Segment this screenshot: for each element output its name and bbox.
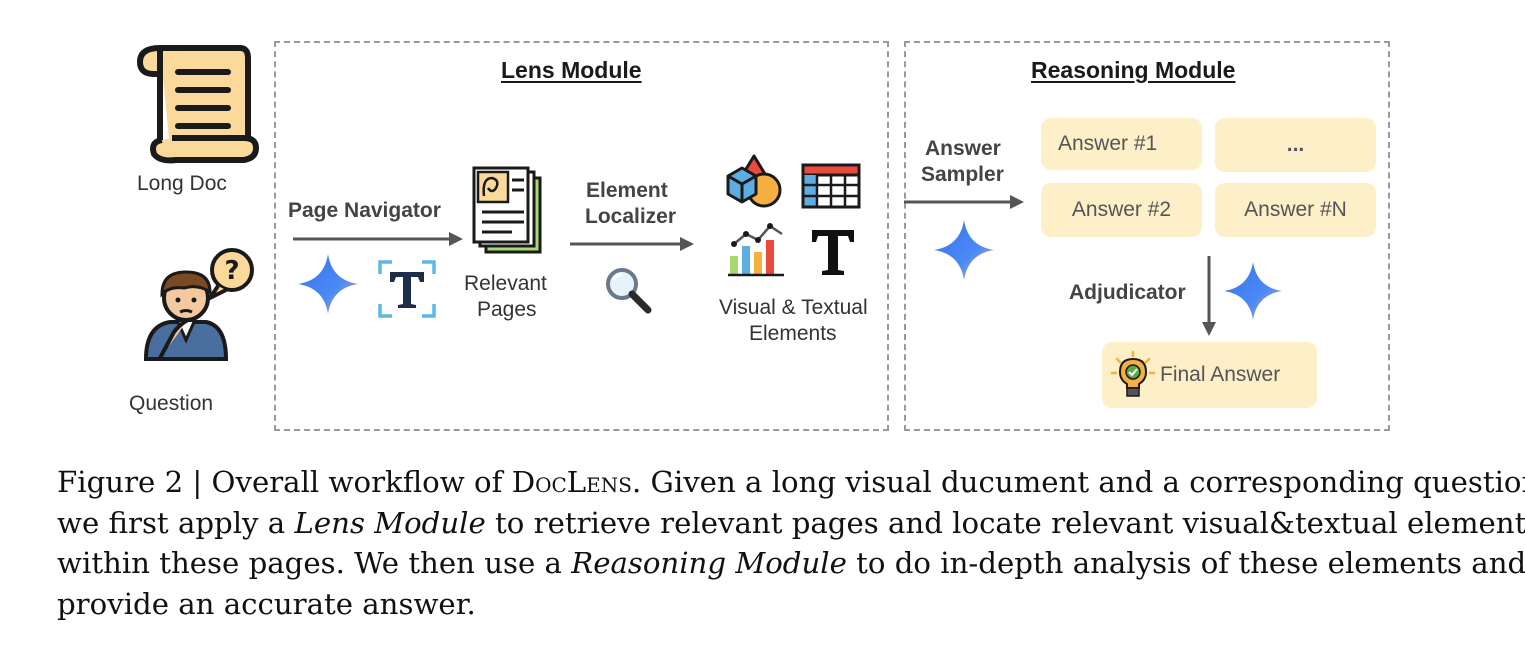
question-label: Question [129, 392, 214, 415]
element-localizer-arrow [570, 237, 694, 251]
relevant-pages-label-line1: Relevant [464, 272, 547, 295]
caption-line-1: Figure 2 | Overall workflow of DocLens. … [57, 465, 1525, 499]
final-answer-box: Final Answer [1102, 342, 1317, 408]
reasoning-module-title: Reasoning Module [1031, 57, 1236, 83]
answer-sampler-label-line2: Sampler [921, 163, 1004, 186]
page-navigator-label: Page Navigator [288, 199, 441, 222]
lens-module-title: Lens Module [501, 57, 642, 83]
caption-line-2: we first apply a Lens Module to retrieve… [57, 505, 1525, 540]
final-answer-label: Final Answer [1160, 363, 1281, 386]
answer-box-n: Answer #N [1215, 183, 1376, 237]
caption-line-3: within these pages. We then use a Reason… [57, 546, 1525, 580]
doclens-name: DocLens [511, 465, 632, 499]
reasoning-module-panel [904, 41, 1390, 431]
text-t-icon [378, 260, 436, 318]
lens-module-panel [274, 41, 889, 431]
page-navigator-arrow [293, 232, 463, 246]
long-doc-label: Long Doc [137, 172, 227, 195]
caption-line-4: provide an accurate answer. [57, 586, 476, 621]
sparkle-icon [298, 254, 358, 314]
text-t-icon [812, 230, 854, 275]
sparkle-icon [1224, 262, 1282, 320]
figure-caption: Figure 2 | Overall workflow of DocLens. … [57, 462, 1525, 624]
magnifier-icon [606, 268, 652, 314]
document-icon [472, 166, 542, 254]
element-localizer-label-line1: Element [586, 179, 668, 202]
thinking-person-icon: ? [143, 248, 254, 361]
scroll-icon [137, 45, 259, 164]
lightbulb-icon [1110, 350, 1156, 397]
sparkle-icon [934, 220, 994, 280]
elements-label-line2: Elements [749, 322, 837, 345]
adjudicator-label: Adjudicator [1069, 281, 1186, 304]
elements-label-line1: Visual & Textual [719, 296, 868, 319]
table-icon [801, 163, 861, 209]
bar-chart-icon [728, 223, 784, 277]
relevant-pages-label-line2: Pages [477, 298, 537, 321]
shapes-icon [726, 154, 782, 208]
answer-sampler-label-line1: Answer [925, 137, 1001, 160]
element-localizer-label-line2: Localizer [585, 205, 677, 228]
answer-box-2: Answer #2 [1041, 183, 1202, 237]
svg-text:?: ? [224, 256, 239, 286]
answer-sampler-arrow [904, 195, 1024, 209]
answer-box-ellipsis: ... [1215, 118, 1376, 172]
adjudicator-arrow [1202, 256, 1216, 336]
answer-box-1: Answer #1 [1041, 118, 1202, 170]
